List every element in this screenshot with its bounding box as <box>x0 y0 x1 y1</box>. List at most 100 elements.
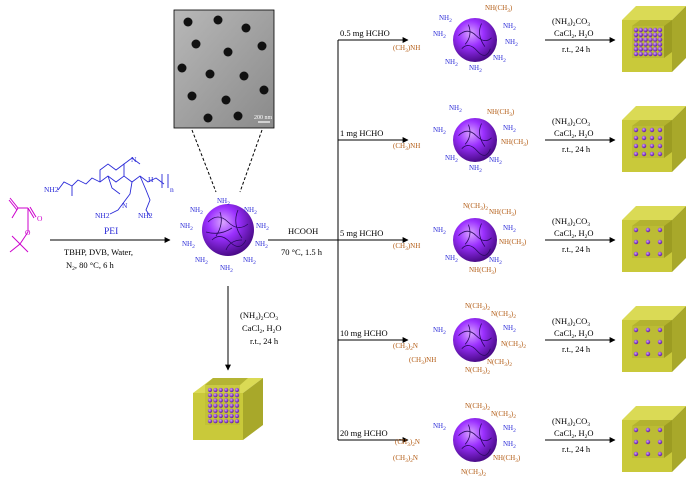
mineralization-line2: CaCl2, H2O <box>554 128 594 140</box>
amine-label: (CH3)NH <box>409 356 436 366</box>
particle-sphere <box>453 218 497 262</box>
mineralization-line3: r.t., 24 h <box>562 244 591 254</box>
amine-label: NH2 <box>433 326 446 336</box>
amine-label: N(CH3)2 <box>465 402 490 412</box>
amine-label: NH(CH3) <box>485 4 513 14</box>
amine-label: NH2 <box>439 14 452 24</box>
particle-amine-label: NH2 <box>256 222 269 232</box>
step1-conditions-line2: N2, 80 °C, 6 h <box>66 260 114 272</box>
amine-label: NH(CH3) <box>489 208 517 218</box>
mineralization-line1: (NH4)2CO3 <box>552 416 590 428</box>
branch-row: 10 mg HCHON(CH3)2N(CH3)2NH2N(CH3)2N(CH3)… <box>338 302 686 376</box>
particle-amine-label: NH2 <box>182 240 195 250</box>
amine-label: N(CH3)2 <box>491 410 516 420</box>
amine-label: NH2 <box>503 124 516 134</box>
particle-amine-label: NH2 <box>195 256 208 266</box>
pei-imine-label: N <box>131 155 137 164</box>
mineralization-line2: CaCl2, H2O <box>554 428 594 440</box>
amine-label: NH(CH3) <box>499 238 527 248</box>
amine-label: NH2 <box>489 256 502 266</box>
amine-label: NH2 <box>469 164 482 174</box>
amine-label: (CH3)2N <box>395 438 420 448</box>
amine-label: (CH3)NH <box>393 44 420 54</box>
hcho-amount-label: 0.5 mg HCHO <box>340 28 390 38</box>
hcho-amount-label: 5 mg HCHO <box>340 228 383 238</box>
amine-label: N(CH3)2 <box>487 358 512 368</box>
mineral-cube <box>622 406 686 472</box>
amine-label: NH(CH3) <box>469 266 497 276</box>
particle-amine-label: NH2 <box>243 256 256 266</box>
amine-label: NH2 <box>433 30 446 40</box>
mineralization-line2: CaCl2, H2O <box>554 328 594 340</box>
central-particle <box>202 204 254 256</box>
monomer-oxygen-label: O <box>37 214 43 223</box>
particle-amine-label: NH2 <box>180 222 193 232</box>
hcho-amount-label: 20 mg HCHO <box>340 428 388 438</box>
mineral-cube <box>622 6 686 72</box>
pei-imine-label: N <box>122 201 128 210</box>
mineralization-line1: (NH4)2CO3 <box>552 316 590 328</box>
pei-amine-label: NH2 <box>138 211 153 220</box>
amine-label: NH2 <box>445 154 458 164</box>
tem-scalebar-label: 200 nm <box>254 115 273 121</box>
pei-label: PEI <box>104 227 118 237</box>
mineral-cube <box>622 206 686 272</box>
svg-text:r.t., 24 h: r.t., 24 h <box>250 336 279 346</box>
step2-reagent: HCOOH <box>288 226 318 236</box>
particle-amine-label: NH2 <box>220 264 233 274</box>
amine-label: NH2 <box>445 58 458 68</box>
amine-label: (CH3)NH <box>393 242 420 252</box>
mineralization-line2: CaCl2, H2O <box>554 28 594 40</box>
amine-label: NH2 <box>493 54 506 64</box>
amine-label: N(CH3)2 <box>465 302 490 312</box>
pei-amine-label: NH2 <box>95 211 110 220</box>
mineralization-line3: r.t., 24 h <box>562 444 591 454</box>
particle-sphere <box>453 118 497 162</box>
particle-amine-label: NH2 <box>255 240 268 250</box>
mineralization-line1: (NH4)2CO3 <box>552 216 590 228</box>
branch-row: 0.5 mg HCHONH2NH(CH3)NH2NH2NH2NH2NH2(CH3… <box>338 4 686 74</box>
amine-label: NH2 <box>503 324 516 334</box>
amine-label: N(CH3)2 <box>465 366 490 376</box>
amine-label: NH2 <box>449 104 462 114</box>
monomer-structure <box>8 197 37 253</box>
bottom-cube <box>193 378 263 440</box>
svg-text:(NH4)2CO3: (NH4)2CO3 <box>240 310 278 322</box>
svg-text:CaCl2, H2O: CaCl2, H2O <box>242 323 282 335</box>
down-conditions: (NH4)2CO3 CaCl2, H2O r.t., 24 h <box>240 310 282 346</box>
tem-image: 200 nm <box>173 9 275 129</box>
amine-label: NH2 <box>503 22 516 32</box>
mineral-cube <box>622 306 686 372</box>
particle-amine-label: NH2 <box>217 197 230 207</box>
particle-amine-label: NH2 <box>244 206 257 216</box>
mineralization-line2: CaCl2, H2O <box>554 228 594 240</box>
amine-label: NH2 <box>469 64 482 74</box>
amine-label: N(CH3)2 <box>463 202 488 212</box>
pei-structure <box>57 157 169 217</box>
pei-h-label: H <box>148 175 154 184</box>
particle-amine-label: NH2 <box>190 206 203 216</box>
amine-label: NH2 <box>505 38 518 48</box>
step1-conditions-line1: TBHP, DVB, Water, <box>64 247 133 257</box>
particle-sphere <box>453 318 497 362</box>
mineralization-line1: (NH4)2CO3 <box>552 116 590 128</box>
amine-label: N(CH3)2 <box>491 310 516 320</box>
amine-label: NH2 <box>503 440 516 450</box>
mineral-cube <box>622 106 686 172</box>
branch-row: 20 mg HCHON(CH3)2N(CH3)2NH2NH2NH(CH3)N(C… <box>338 402 686 478</box>
pei-amine-label: NH2 <box>44 185 59 194</box>
zoom-line-right <box>239 129 263 193</box>
pei-repeat-n: n <box>170 185 174 194</box>
monomer-oxygen-label: O <box>25 228 31 237</box>
amine-label: NH2 <box>433 422 446 432</box>
amine-label: NH(CH3) <box>493 454 521 464</box>
hcho-amount-label: 10 mg HCHO <box>340 328 388 338</box>
amine-label: NH(CH3) <box>487 108 515 118</box>
amine-label: N(CH3)2 <box>461 468 486 478</box>
amine-label: NH2 <box>503 224 516 234</box>
amine-label: NH2 <box>433 226 446 236</box>
particle-sphere <box>453 18 497 62</box>
